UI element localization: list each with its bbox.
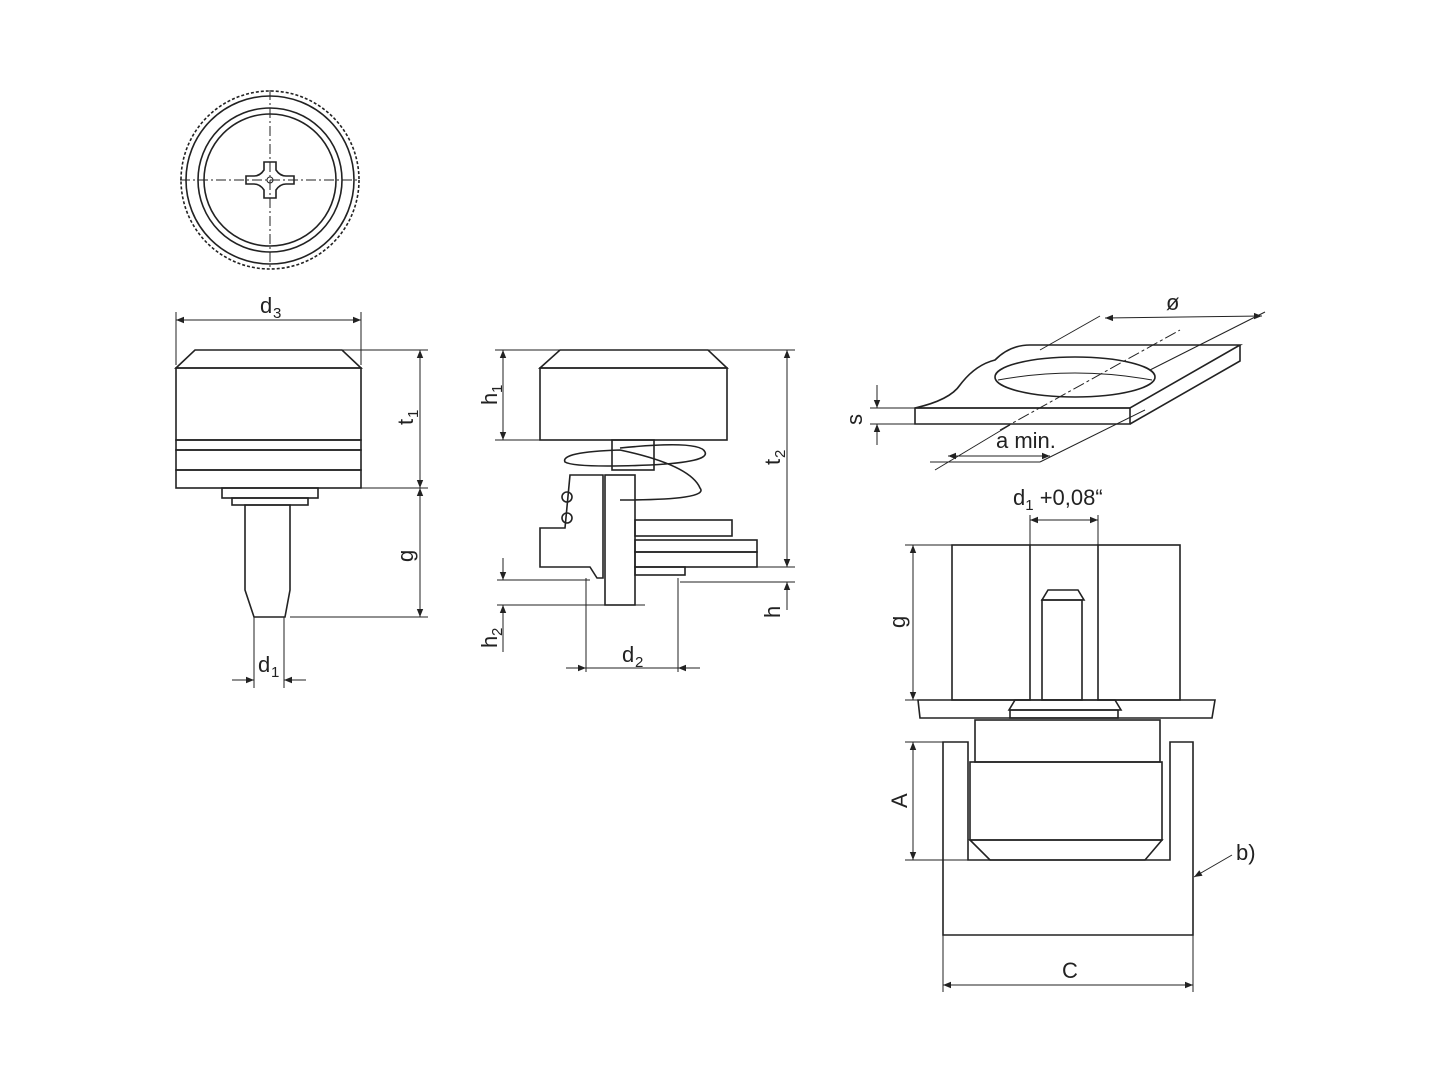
label-diameter: ø <box>1166 290 1179 315</box>
panel-view: ø a min. s <box>842 290 1266 471</box>
label-d3: d <box>260 293 272 318</box>
svg-text:2: 2 <box>635 654 643 671</box>
label-h: h <box>760 606 785 618</box>
label-s: s <box>842 414 867 425</box>
phillips-recess-icon <box>245 161 295 199</box>
svg-text:1: 1 <box>271 664 279 681</box>
label-d1: d <box>258 652 270 677</box>
label-t1: t <box>393 419 418 425</box>
label-d1-tolerance: d1 +0,08“ <box>1013 485 1103 514</box>
assembly-section: d1 +0,08“ g A C b) <box>885 485 1256 992</box>
side-view-left: d 3 t1 g d 1 <box>173 293 428 688</box>
label-h1: h <box>477 393 502 405</box>
svg-text:2: 2 <box>772 450 789 458</box>
label-d2: d <box>622 642 634 667</box>
label-g-left: g <box>393 550 418 562</box>
svg-text:3: 3 <box>273 305 281 322</box>
label-A: A <box>887 793 912 808</box>
label-g-right: g <box>885 616 910 628</box>
label-h2: h <box>477 636 502 648</box>
label-C: C <box>1062 958 1078 983</box>
label-a-min: a min. <box>996 428 1056 453</box>
svg-text:1: 1 <box>489 385 506 393</box>
svg-text:1: 1 <box>405 410 422 418</box>
section-view-middle: h1 t2 h h2 d 2 <box>477 349 795 672</box>
label-b: b) <box>1236 840 1256 865</box>
svg-text:2: 2 <box>489 628 506 636</box>
label-t2: t <box>760 459 785 465</box>
top-view <box>180 90 360 270</box>
